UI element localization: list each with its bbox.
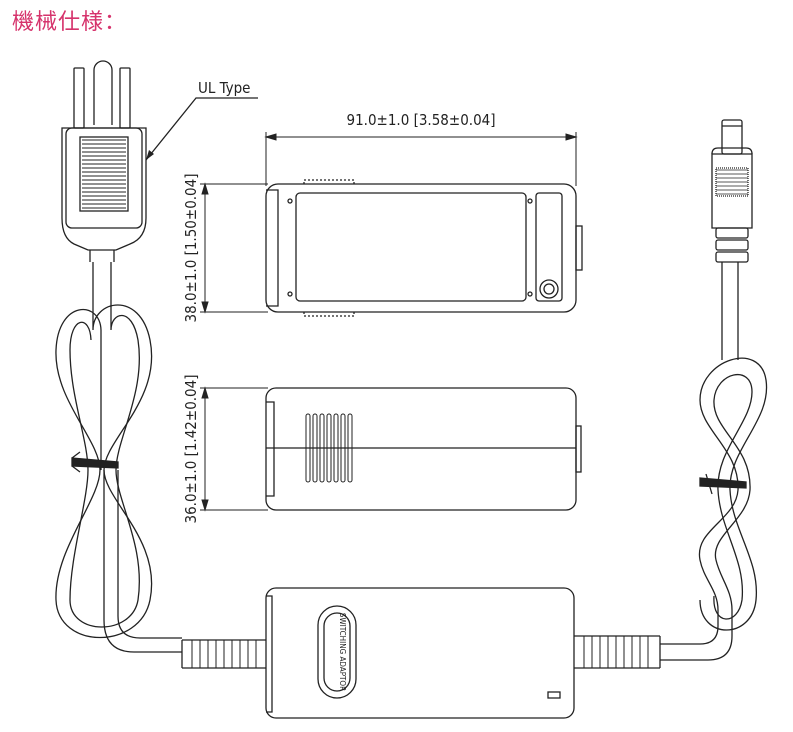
dc-cord <box>660 262 768 661</box>
dc-connector <box>711 119 753 263</box>
plug-leader-line <box>145 97 258 161</box>
page-title: 機械仕様： <box>12 10 128 35</box>
height-dimension-side <box>200 386 268 512</box>
adapter-top-view <box>265 179 583 317</box>
adapter-bottom-view <box>181 587 661 719</box>
length-dimension-label: 91.0±1.0 [3.58±0.04] <box>347 111 496 129</box>
plug-type-label: UL Type <box>198 79 250 97</box>
ac-plug <box>61 60 147 262</box>
ac-cord <box>55 262 182 653</box>
length-dimension <box>264 132 578 186</box>
height-dimension-top <box>200 182 268 314</box>
height-dimension-side-label: 36.0±1.0 [1.42±0.04] <box>182 375 200 524</box>
height-dimension-top-label: 38.0±1.0 [1.50±0.04] <box>182 174 200 323</box>
badge-label: SWITCHING ADAPTOR <box>338 613 347 691</box>
adapter-side-view <box>265 387 582 511</box>
